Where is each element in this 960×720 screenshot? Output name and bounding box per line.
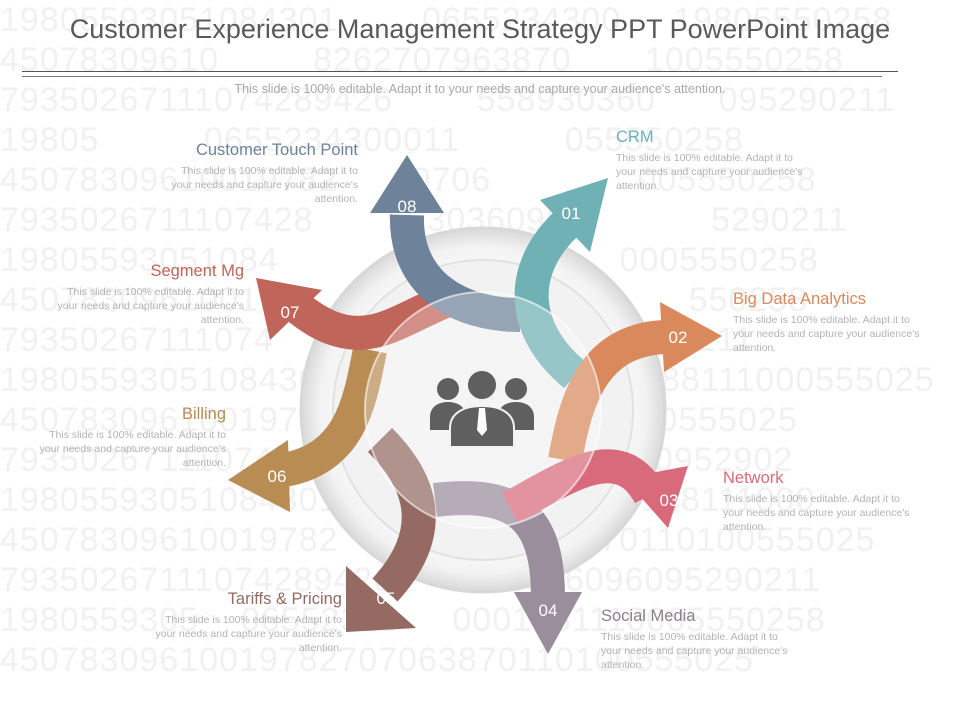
step-label-03: Network This slide is 100% editable. Ada… xyxy=(723,469,923,534)
arrow-02-head xyxy=(660,302,722,372)
step-label-05: Tariffs & Pricing This slide is 100% edi… xyxy=(142,590,342,655)
step-label-04: Social Media This slide is 100% editable… xyxy=(601,607,801,672)
arrow-01-body xyxy=(514,212,587,389)
title-rule-secondary xyxy=(22,76,882,77)
arrow-05-head xyxy=(346,566,416,632)
title-rule xyxy=(22,71,898,72)
step-description: This slide is 100% editable. Adapt it to… xyxy=(39,429,226,469)
arrow-04-head xyxy=(514,592,582,654)
arrow-03-head xyxy=(624,466,688,528)
step-title: Tariffs & Pricing xyxy=(227,590,342,608)
step-title: Billing xyxy=(181,405,226,423)
step-number-01: 01 xyxy=(562,204,581,223)
step-number-08: 08 xyxy=(398,197,417,216)
step-label-06: Billing This slide is 100% editable. Ada… xyxy=(26,405,226,470)
step-title: Network xyxy=(723,469,784,487)
step-description: This slide is 100% editable. Adapt it to… xyxy=(616,152,803,192)
step-label-08: Customer Touch Point This slide is 100% … xyxy=(158,141,358,206)
arrow-02-body xyxy=(548,320,667,464)
step-title: Big Data Analytics xyxy=(733,290,866,308)
step-description: This slide is 100% editable. Adapt it to… xyxy=(155,614,342,654)
step-number-05: 05 xyxy=(377,589,396,608)
step-number-04: 04 xyxy=(539,601,558,620)
step-number-02: 02 xyxy=(669,328,688,347)
step-label-01: CRM This slide is 100% editable. Adapt i… xyxy=(616,128,816,193)
arrow-06-body xyxy=(280,346,387,487)
arrow-08-body xyxy=(390,214,521,332)
arrow-06-head xyxy=(228,440,290,512)
page-title: Customer Experience Management Strategy … xyxy=(69,14,891,44)
step-number-03: 03 xyxy=(660,491,679,510)
step-description: This slide is 100% editable. Adapt it to… xyxy=(723,493,910,533)
step-label-02: Big Data Analytics This slide is 100% ed… xyxy=(733,290,933,355)
step-label-07: Segment Mg This slide is 100% editable. … xyxy=(44,262,244,327)
step-number-06: 06 xyxy=(268,467,287,486)
step-title: Customer Touch Point xyxy=(195,141,358,159)
arrow-07-head xyxy=(256,278,322,340)
step-title: CRM xyxy=(616,128,654,146)
people-group-icon xyxy=(430,369,534,448)
step-title: Segment Mg xyxy=(150,262,244,280)
step-title: Social Media xyxy=(601,607,696,625)
arrow-01-head xyxy=(540,178,608,252)
step-description: This slide is 100% editable. Adapt it to… xyxy=(171,165,358,205)
page-subtitle: This slide is 100% editable. Adapt it to… xyxy=(234,82,726,96)
arrow-08-head xyxy=(370,155,444,213)
arrow-07-body xyxy=(284,284,455,350)
step-description: This slide is 100% editable. Adapt it to… xyxy=(601,631,788,671)
step-description: This slide is 100% editable. Adapt it to… xyxy=(733,314,920,354)
step-number-07: 07 xyxy=(281,303,300,322)
step-description: This slide is 100% editable. Adapt it to… xyxy=(57,286,244,326)
